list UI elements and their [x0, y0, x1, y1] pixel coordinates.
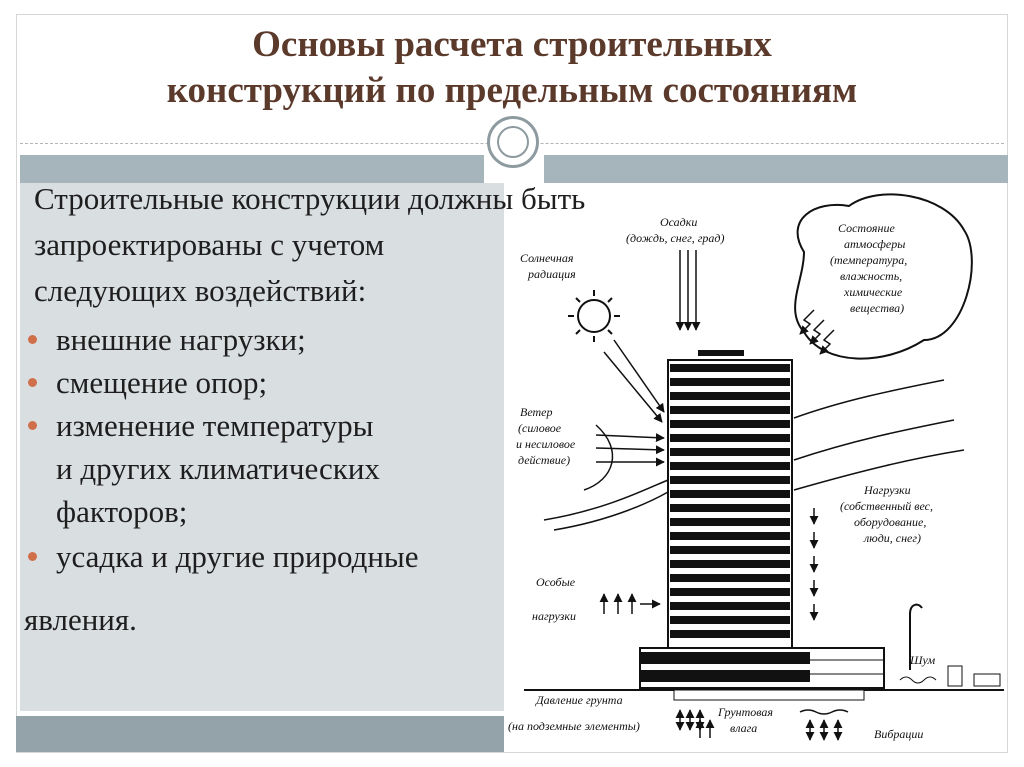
intro-text: Строительные конструкции должны быть зап… — [34, 176, 585, 314]
label-special-1: Особые — [536, 575, 576, 589]
bullet-item: усадка и другие природные — [26, 535, 419, 578]
label-loads-2: (собственный вес, — [840, 499, 933, 513]
circle-ornament-icon — [487, 116, 539, 168]
floor-band — [670, 378, 790, 386]
bullet-text: смещение опор; — [56, 365, 268, 400]
street-lamp-icon — [909, 603, 923, 670]
soil-pressure-arrows — [675, 709, 705, 731]
floor-band — [670, 420, 790, 428]
label-precipitation-1: Осадки — [660, 215, 697, 229]
label-solar-1: Солнечная — [520, 251, 574, 265]
floor-band — [670, 560, 790, 568]
label-wind-2: (силовое — [518, 421, 562, 435]
floor-band — [670, 434, 790, 442]
label-loads-3: оборудование, — [854, 515, 926, 529]
floor-band — [670, 504, 790, 512]
label-atmosphere-6: вещества) — [850, 301, 904, 315]
bullet-dot-icon — [28, 421, 37, 430]
precipitation-arrows — [675, 250, 701, 331]
label-special-2: нагрузки — [532, 609, 576, 623]
special-load-arrows — [599, 593, 661, 614]
label-atmosphere-5: химические — [843, 285, 903, 299]
label-ground-2: влага — [730, 721, 757, 735]
floor-band — [670, 602, 790, 610]
label-atmosphere-1: Состояние — [838, 221, 895, 235]
bullet-text: факторов; — [56, 494, 188, 529]
solar-rays — [603, 339, 665, 423]
bullet-text: и других климатических — [56, 451, 380, 486]
label-wind-3: и несиловое — [516, 437, 576, 451]
intro-line-2: запроектированы с учетом — [34, 227, 385, 262]
header-band-right — [544, 155, 1008, 183]
wind-arrows — [543, 424, 669, 531]
bullet-item: внешние нагрузки; — [26, 318, 419, 361]
bullet-item: смещение опор; — [26, 361, 419, 404]
label-soil-1: Давление грунта — [535, 693, 623, 707]
floor-band — [670, 462, 790, 470]
bullet-list: внешние нагрузки; смещение опор; изменен… — [26, 318, 419, 578]
label-solar-2: радиация — [527, 267, 576, 281]
intro-line-1: Строительные конструкции должны быть — [34, 181, 586, 216]
floor-band — [670, 588, 790, 596]
slide-title: Основы расчета строительных конструкций … — [20, 22, 1004, 114]
content-panel — [20, 183, 504, 711]
label-ground-1: Грунтовая — [717, 705, 773, 719]
title-line-1: Основы расчета строительных — [252, 24, 772, 65]
label-atmosphere-4: влажность, — [840, 269, 902, 283]
footer-band — [16, 716, 504, 752]
floor-band — [670, 364, 790, 372]
building-impacts-diagram: Осадки (дождь, снег, град) Солнечная рад… — [508, 193, 1004, 741]
slide-frame — [16, 14, 1008, 753]
title-line-2: конструкций по предельным состояниям — [166, 70, 858, 111]
floor-band — [670, 406, 790, 414]
outflow-lines — [793, 379, 965, 491]
label-wind-4: действие) — [518, 453, 570, 467]
intro-line-3: следующих воздействий: — [34, 273, 367, 308]
floor-band — [670, 476, 790, 484]
header-band-left — [20, 155, 484, 183]
bullet-dot-icon — [28, 378, 37, 387]
bullet-item: изменение температуры и других климатиче… — [26, 404, 419, 533]
bullet-text: внешние нагрузки; — [56, 322, 306, 357]
label-loads-4: люди, снег) — [863, 531, 921, 545]
ground-moisture-arrows — [695, 719, 715, 738]
sun-icon — [568, 290, 620, 342]
label-atmosphere-2: атмосферы — [844, 237, 905, 251]
noise-wave — [899, 676, 937, 684]
floor-band — [670, 574, 790, 582]
floor-band — [670, 616, 790, 624]
floor-band — [670, 630, 790, 638]
vehicle-icon — [947, 665, 1001, 687]
bullet-dot-icon — [28, 335, 37, 344]
floor-band — [670, 490, 790, 498]
bullet-continuation: явления. — [24, 602, 137, 637]
building-tower — [667, 350, 793, 651]
bullet-text: усадка и другие природные — [56, 539, 419, 574]
floor-band — [670, 448, 790, 456]
label-precipitation-2: (дождь, снег, град) — [626, 231, 725, 245]
label-noise: Шум — [909, 653, 936, 667]
label-vibration: Вибрации — [874, 727, 923, 741]
building-podium — [639, 647, 885, 689]
floor-band — [670, 392, 790, 400]
atmosphere-arrows — [799, 309, 835, 355]
floor-band — [670, 546, 790, 554]
floor-band — [670, 532, 790, 540]
label-wind-1: Ветер — [520, 405, 553, 419]
floor-band — [670, 518, 790, 526]
bullet-text: изменение температуры — [56, 408, 374, 443]
bullet-dot-icon — [28, 552, 37, 561]
vibration-arrows — [799, 709, 849, 741]
label-soil-2: (на подземные элементы) — [508, 719, 640, 733]
label-loads-1: Нагрузки — [863, 483, 911, 497]
label-atmosphere-3: (температура, — [830, 253, 907, 267]
foundation — [673, 689, 865, 701]
building-floors — [670, 364, 790, 638]
